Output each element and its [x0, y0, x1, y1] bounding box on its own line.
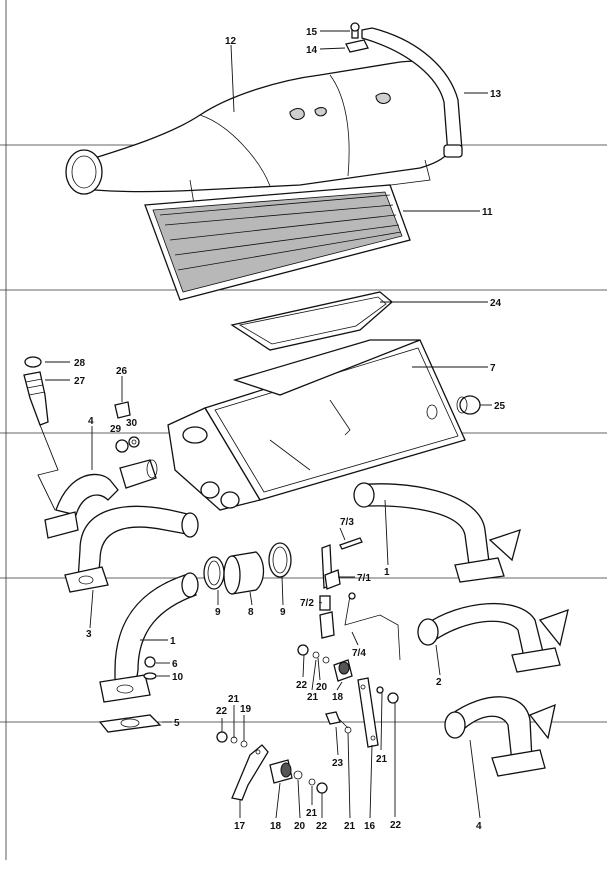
label-7-3: 7/3	[340, 517, 354, 528]
label-20-lower: 20	[294, 821, 306, 832]
filter-element	[144, 184, 411, 301]
label-7: 7	[490, 363, 496, 374]
label-21-bolt: 21	[344, 821, 356, 832]
label-21-bracket: 21	[376, 754, 388, 765]
label-19: 19	[240, 704, 252, 715]
bolt	[325, 711, 352, 734]
label-16: 16	[364, 821, 376, 832]
small-fittings	[114, 401, 158, 489]
label-18-mid: 18	[332, 692, 344, 703]
leader-lines	[37, 30, 492, 819]
intake-pipe-1-right	[353, 482, 521, 583]
label-9-left: 9	[215, 607, 221, 618]
label-21-lower: 21	[306, 808, 318, 819]
label-11: 11	[482, 207, 493, 218]
label-24: 24	[490, 298, 502, 309]
grommet	[456, 395, 481, 415]
mounting-strap	[361, 27, 463, 158]
air-cleaner-cover	[65, 60, 453, 211]
clip-and-screw	[345, 22, 369, 53]
intake-pipe-left-upper	[44, 473, 119, 539]
label-7-1: 7/1	[357, 573, 371, 584]
bracket-and-mount-lower	[231, 744, 328, 801]
label-22-lower: 22	[316, 821, 328, 832]
label-1-right: 1	[384, 567, 390, 578]
label-4-upper: 4	[88, 416, 94, 427]
label-17: 17	[234, 821, 246, 832]
label-7-4: 7/4	[352, 648, 366, 659]
label-22-bracket: 22	[390, 820, 402, 831]
label-3: 3	[86, 629, 92, 640]
intake-pipe-4-lower	[444, 696, 556, 777]
label-1-lower: 1	[170, 636, 176, 647]
air-cleaner-housing	[167, 339, 466, 511]
intake-pipe-3	[64, 505, 199, 593]
label-29: 29	[110, 424, 122, 435]
label-23: 23	[332, 758, 344, 769]
label-21-mid: 21	[307, 692, 319, 703]
bracket	[357, 677, 399, 748]
label-30: 30	[126, 418, 138, 429]
label-9-right: 9	[280, 607, 286, 618]
label-25: 25	[494, 401, 506, 412]
rubber-mount-mid	[297, 644, 353, 682]
label-21-left: 21	[228, 694, 240, 705]
label-18-lower: 18	[270, 821, 282, 832]
label-12: 12	[225, 36, 237, 47]
label-5: 5	[174, 718, 180, 729]
label-7-2: 7/2	[300, 598, 314, 609]
label-22-left: 22	[216, 706, 228, 717]
label-22-mid: 22	[296, 680, 308, 691]
label-20-mid: 20	[316, 682, 328, 693]
callout-labels: 12 15 14 13 11 24 28 27 26 7 25 4 29 30 …	[74, 27, 506, 832]
nut-and-washer	[143, 656, 157, 680]
hose-clamps-and-sleeve	[203, 542, 292, 595]
label-15: 15	[306, 27, 318, 38]
label-8: 8	[248, 607, 254, 618]
label-28: 28	[74, 358, 86, 369]
label-13: 13	[490, 89, 502, 100]
valve-assembly	[23, 356, 49, 426]
intake-pipe-2	[417, 603, 569, 673]
label-27: 27	[74, 376, 86, 387]
linkage-parts	[319, 537, 401, 661]
intake-pipe-1-lower	[99, 572, 199, 703]
hardware-left	[216, 731, 248, 748]
label-6: 6	[172, 659, 178, 670]
label-14: 14	[306, 45, 318, 56]
label-26: 26	[116, 366, 128, 377]
label-2: 2	[436, 677, 442, 688]
label-10: 10	[172, 672, 184, 683]
flange-gasket	[98, 714, 162, 733]
gasket	[230, 291, 394, 351]
label-4-lower: 4	[476, 821, 482, 832]
